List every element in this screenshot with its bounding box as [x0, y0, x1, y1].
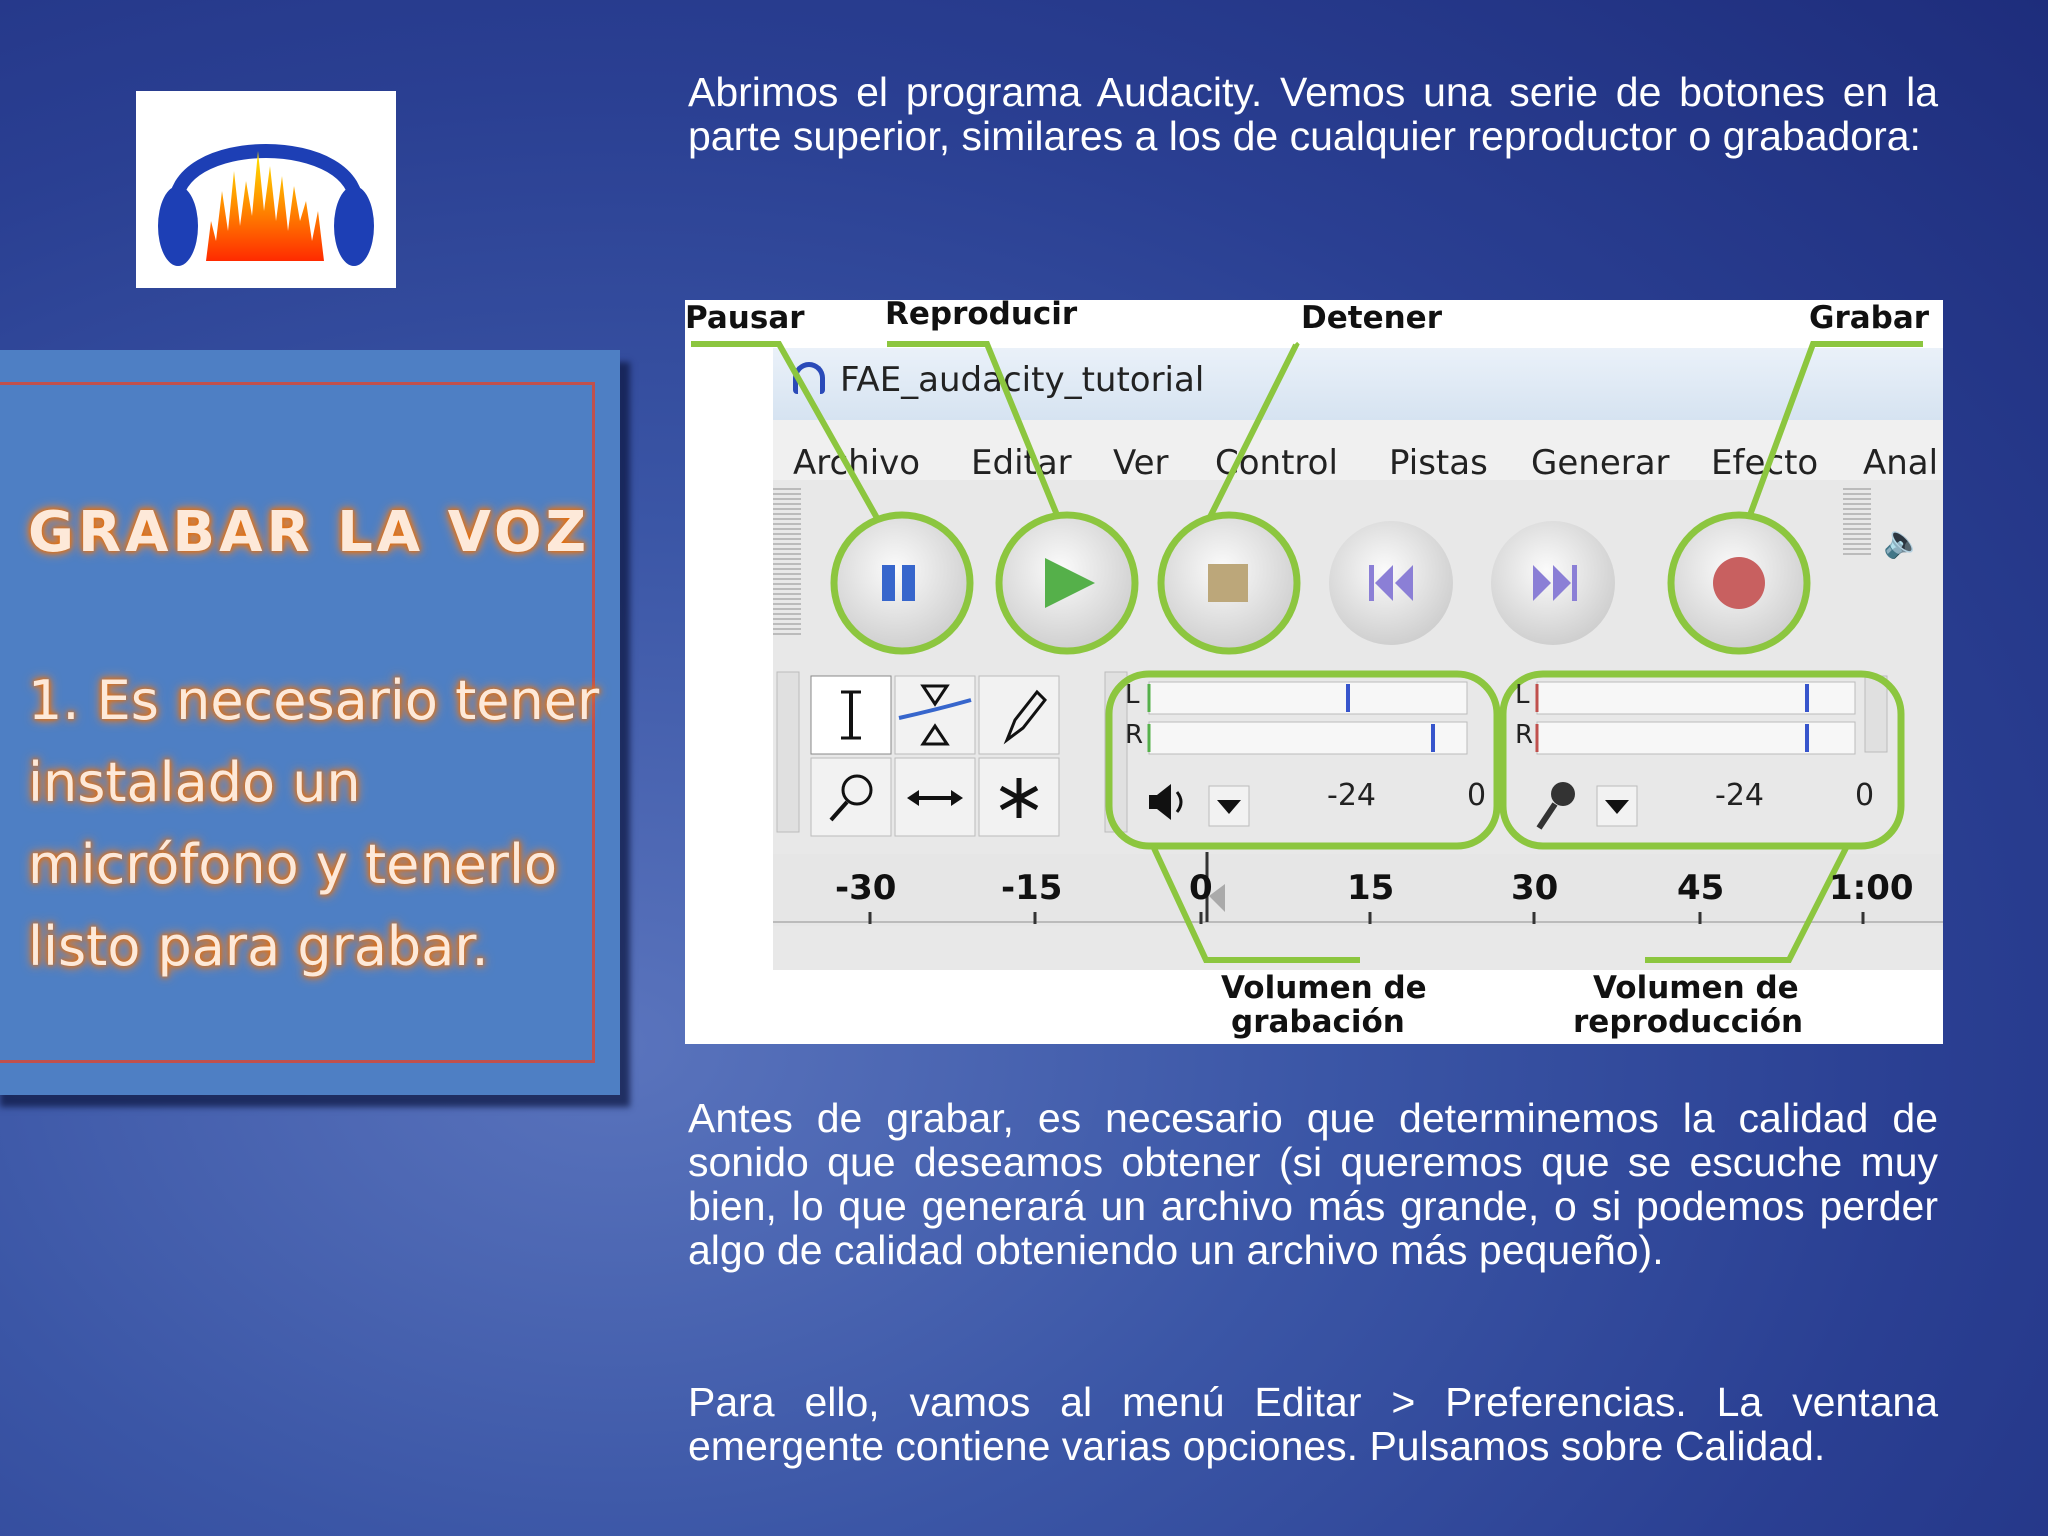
meter-label-r: R [1125, 720, 1144, 750]
pause-button[interactable] [830, 511, 974, 655]
preferences-paragraph: Para ello, vamos al menú Editar > Prefer… [688, 1379, 1938, 1469]
play-meter-zero: 0 [1855, 778, 1875, 813]
quality-paragraph: Antes de grabar, es necesario que determ… [688, 1095, 1938, 1273]
callout-volumen-grabacion-1: Volumen de [1221, 970, 1427, 1006]
transport-overlay [691, 341, 1943, 963]
stop-button[interactable] [1157, 511, 1301, 655]
playback-meter[interactable] [1535, 675, 1888, 827]
timeline-label: 0 [1189, 868, 1213, 908]
menu-editar[interactable]: Editar [971, 443, 1072, 483]
callout-volumen-grabacion-2: grabación [1231, 1004, 1405, 1040]
menu-analizar[interactable]: Anal [1863, 443, 1939, 483]
window-titlebar [773, 348, 1943, 420]
playhead-marker [1209, 884, 1225, 912]
meter-green-highlight-right [1499, 670, 1905, 850]
grip-handle-right[interactable] [1843, 488, 1871, 558]
draw-tool-icon[interactable] [1003, 689, 1048, 745]
callout-grabar: Grabar [1809, 300, 1930, 336]
play-meter-label-l: L [1515, 680, 1530, 710]
play-meter-minus24: -24 [1715, 778, 1764, 813]
audacity-logo [136, 91, 396, 288]
selection-tool-icon[interactable] [841, 690, 861, 740]
multi-tool-icon[interactable] [999, 778, 1039, 818]
window-title: FAE_audacity_tutorial [840, 360, 1205, 400]
callout-detener: Detener [1301, 300, 1442, 336]
timeline-label: -30 [835, 868, 897, 908]
microphone-icon [1536, 782, 1575, 830]
timeline-label: -15 [1001, 868, 1063, 908]
rec-meter-minus24: -24 [1327, 778, 1376, 813]
play-meter-label-r: R [1515, 720, 1534, 750]
timeline-ticks [868, 912, 1865, 924]
timeline-label: 45 [1677, 868, 1725, 908]
side-panel [0, 350, 620, 1095]
skip-end-button[interactable] [1491, 521, 1615, 645]
play-button[interactable] [995, 511, 1139, 655]
menu-bar [773, 420, 1943, 480]
callout-volumen-reproduccion-1: Volumen de [1593, 970, 1799, 1006]
speaker-icon-top[interactable]: 🔈 [1883, 523, 1923, 559]
audacity-toolbar-figure: FAE_audacity_tutorial Archivo Editar Ver… [685, 300, 1943, 1044]
timeshift-tool-icon[interactable] [907, 790, 963, 806]
timeline-label: 1:00 [1829, 868, 1914, 908]
side-panel-border [0, 382, 595, 1063]
speaker-icon [1149, 784, 1183, 820]
grip-handle[interactable] [773, 488, 801, 636]
callout-lines [691, 341, 1923, 963]
timeline-label: 15 [1347, 868, 1395, 908]
intro-paragraph: Abrimos el programa Audacity. Vemos una … [688, 69, 1938, 159]
side-body: 1. Es necesario tener instalado un micró… [28, 669, 600, 978]
rec-meter-zero: 0 [1467, 778, 1487, 813]
envelope-tool-icon[interactable] [898, 684, 972, 746]
record-button[interactable] [1667, 511, 1811, 655]
skip-start-button[interactable] [1329, 521, 1453, 645]
callout-reproducir: Reproducir [885, 300, 1078, 332]
timeline-label: 30 [1511, 868, 1559, 908]
callout-volumen-reproduccion-2: reproducción [1573, 1004, 1804, 1040]
side-title: GRABAR LA VOZ [28, 500, 591, 565]
zoom-tool-icon[interactable] [829, 774, 873, 822]
menu-generar[interactable]: Generar [1531, 443, 1670, 483]
timeline-ruler[interactable] [773, 854, 1943, 926]
meter-label-l: L [1125, 680, 1140, 710]
meter-green-highlight-left [1105, 670, 1501, 850]
callout-pausar: Pausar [685, 300, 805, 336]
menu-ver[interactable]: Ver [1113, 443, 1169, 483]
menu-pistas[interactable]: Pistas [1389, 443, 1488, 483]
